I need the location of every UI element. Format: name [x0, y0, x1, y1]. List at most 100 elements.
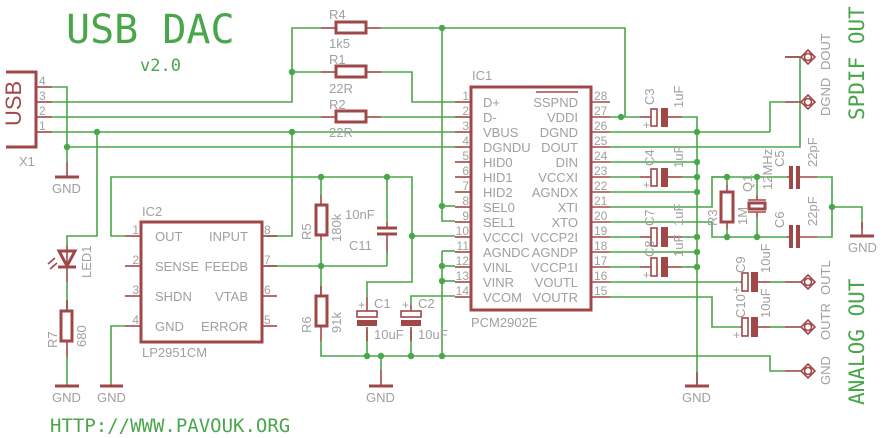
c10-plus: + — [733, 328, 740, 342]
ic1-name: IC1 — [472, 68, 492, 83]
ic1-pin-number: 26 — [594, 119, 608, 133]
ic1-pin-number: 20 — [594, 209, 608, 223]
r1-value: 22R — [329, 81, 353, 96]
c4-value: 1uF — [671, 146, 686, 168]
ic2-pin-name: INPUT — [209, 229, 248, 244]
ic2-pin-name: OUT — [155, 229, 183, 244]
c2-plus: + — [402, 298, 409, 312]
c2-value: 10uF — [418, 327, 448, 342]
ic1-pin-number: 7 — [462, 179, 469, 193]
ic1-pin-name: VCCCI — [483, 230, 523, 245]
ic2-part: LP2951CM — [142, 345, 207, 360]
ic1-pin-name: VINR — [483, 275, 514, 290]
output-connectors: DOUT DGND OUTL OUTR GND — [785, 33, 833, 385]
ic1-pin-name: D+ — [483, 95, 500, 110]
analog-out-label: ANALOG OUT — [845, 278, 869, 405]
resistor-r2: R2 22R — [321, 97, 381, 140]
usb-connector-label: USB — [1, 81, 26, 126]
connector-agnd[interactable] — [785, 362, 817, 380]
ic2-pin-number: 3 — [132, 283, 139, 297]
usb-connector-name: X1 — [19, 154, 35, 169]
ic1-pin-number: 12 — [456, 254, 470, 268]
ic1-pin-name: HID2 — [483, 185, 513, 200]
ic1-pin-name: VDDI — [547, 110, 578, 125]
outl-label: OUTL — [818, 260, 833, 295]
resistor-r5: R5 180k — [299, 195, 344, 242]
ic1-pin-number: 18 — [594, 239, 608, 253]
r4-name: R4 — [329, 7, 346, 22]
resistor-r6: R6 91k — [299, 286, 344, 341]
r4-value: 1k5 — [329, 36, 350, 51]
c6-value: 22pF — [805, 196, 820, 226]
connector-outr[interactable] — [785, 318, 817, 336]
capacitor-c7: C7 1uF — [640, 204, 686, 247]
capacitor-c6: C6 22pF — [772, 196, 820, 248]
capacitor-c5: C5 22pF — [772, 137, 820, 189]
ic2-pin-number: 2 — [132, 253, 139, 267]
ic1-pin-name: VBUS — [483, 125, 519, 140]
gnd-symbol: GND — [366, 370, 395, 405]
gnd-symbol: GND — [682, 372, 711, 405]
capacitor-c9: + C9 10uF — [733, 243, 773, 297]
gnd-symbol: GND — [97, 384, 126, 405]
ic1-pin-name: VCCP1I — [531, 260, 578, 275]
connector-dout[interactable] — [785, 48, 817, 66]
ic1-pin-name: VCOM — [483, 290, 522, 305]
c3-value: 1uF — [671, 86, 686, 108]
gnd-label: GND — [97, 390, 126, 405]
ic1-pin-number: 25 — [594, 134, 608, 148]
crystal-q1: Q1 12MHz — [740, 149, 775, 217]
ic1-pin-number: 22 — [594, 179, 608, 193]
ic1-pin-number: 13 — [456, 269, 470, 283]
ic2-pin-name: FEEDB — [205, 259, 248, 274]
usb-pin-2: 2 — [39, 104, 46, 118]
r7-value: 680 — [74, 325, 89, 347]
r1-name: R1 — [329, 52, 346, 67]
resistor-r4: R4 1k5 — [321, 7, 381, 51]
agnd-label: GND — [818, 356, 833, 385]
c9-plus: + — [733, 283, 740, 297]
outr-label: OUTR — [818, 303, 833, 340]
q1-value: 12MHz — [760, 149, 775, 190]
q1-name: Q1 — [740, 175, 755, 192]
ic1-pin-number: 16 — [594, 269, 608, 283]
resistor-r7: R7 680 — [45, 300, 89, 357]
c11-name: C11 — [349, 238, 372, 253]
c5-name: C5 — [772, 150, 787, 167]
connector-dgnd[interactable] — [785, 93, 817, 111]
c1-name: C1 — [374, 296, 391, 311]
r3-name: R3 — [705, 209, 720, 226]
ic1-pin-number: 21 — [594, 194, 608, 208]
capacitor-c11: 10nF C11 — [345, 207, 397, 253]
capacitor-c4: + C4 1uF — [640, 146, 686, 192]
c10-name: C10 — [733, 294, 748, 318]
resistor-r3: R3 1M — [705, 185, 750, 229]
c8-value: 1uF — [671, 235, 686, 257]
r3-value: 1M — [735, 207, 750, 225]
gnd-label: GND — [682, 390, 711, 405]
c8-plus: + — [643, 268, 650, 282]
ic2-pin-name: GND — [155, 319, 184, 334]
ic1-pin-number: 3 — [462, 119, 469, 133]
ic1-pin-name: VOUTL — [535, 275, 578, 290]
gnd-symbol: GND — [52, 384, 81, 405]
spdif-out-label: SPDIF OUT — [845, 6, 869, 120]
url-link[interactable]: HTTP://WWW.PAVOUK.ORG — [50, 415, 290, 437]
connector-outl[interactable] — [785, 273, 817, 291]
ic1-pin-number: 1 — [462, 89, 469, 103]
c3-plus: + — [643, 118, 650, 132]
capacitor-c2: + C2 10uF — [400, 296, 448, 342]
c3-name: C3 — [642, 88, 657, 105]
r7-name: R7 — [45, 331, 60, 348]
r2-name: R2 — [329, 97, 346, 112]
ic1-pin-name: DOUT — [541, 140, 578, 155]
ic2-pin-number: 5 — [264, 313, 271, 327]
ic1-pin-name: VCCXI — [538, 170, 578, 185]
usb-pin-3: 3 — [39, 89, 46, 103]
r6-name: R6 — [299, 316, 314, 333]
c9-name: C9 — [733, 256, 748, 273]
ic1-pin-name: AGNDC — [483, 245, 530, 260]
ic1-pin-name: VINL — [483, 260, 512, 275]
